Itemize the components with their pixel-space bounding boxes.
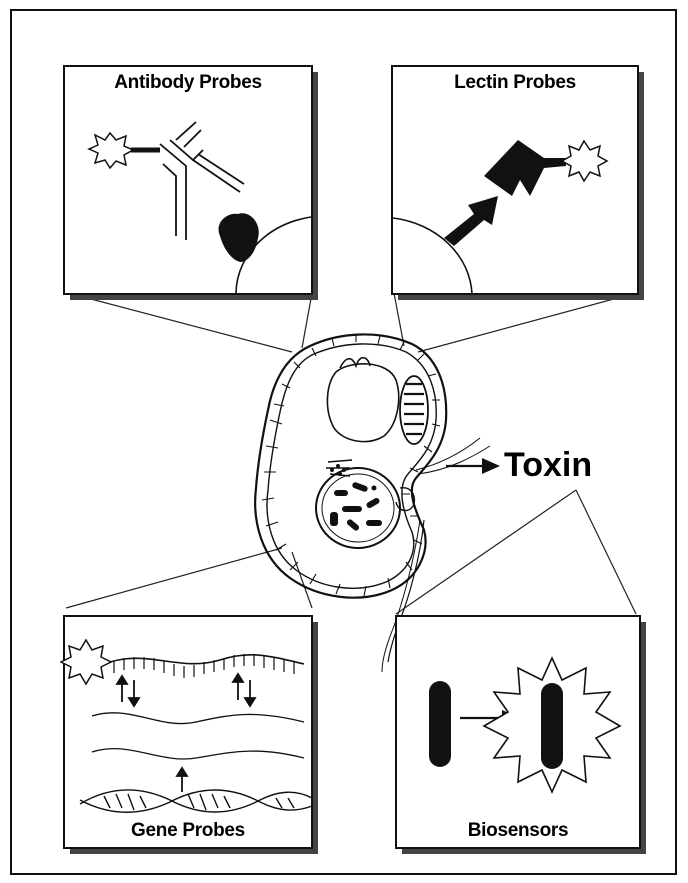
star-icon	[61, 640, 111, 684]
gene-probes-label: Gene Probes	[64, 820, 312, 842]
antibody-panel	[64, 66, 330, 300]
bacterium-icon	[541, 683, 563, 769]
antibody-probes-label: Antibody Probes	[64, 72, 312, 94]
toxin-label: Toxin	[504, 446, 592, 485]
biosensor-panel	[396, 616, 646, 854]
bacterium-icon	[429, 681, 451, 767]
toxin-arrow-icon	[446, 458, 500, 474]
biosensors-label: Biosensors	[396, 820, 640, 842]
star-icon	[562, 141, 607, 181]
lectin-panel	[392, 66, 644, 300]
lectin-probes-label: Lectin Probes	[392, 72, 638, 94]
gene-panel	[61, 616, 318, 854]
